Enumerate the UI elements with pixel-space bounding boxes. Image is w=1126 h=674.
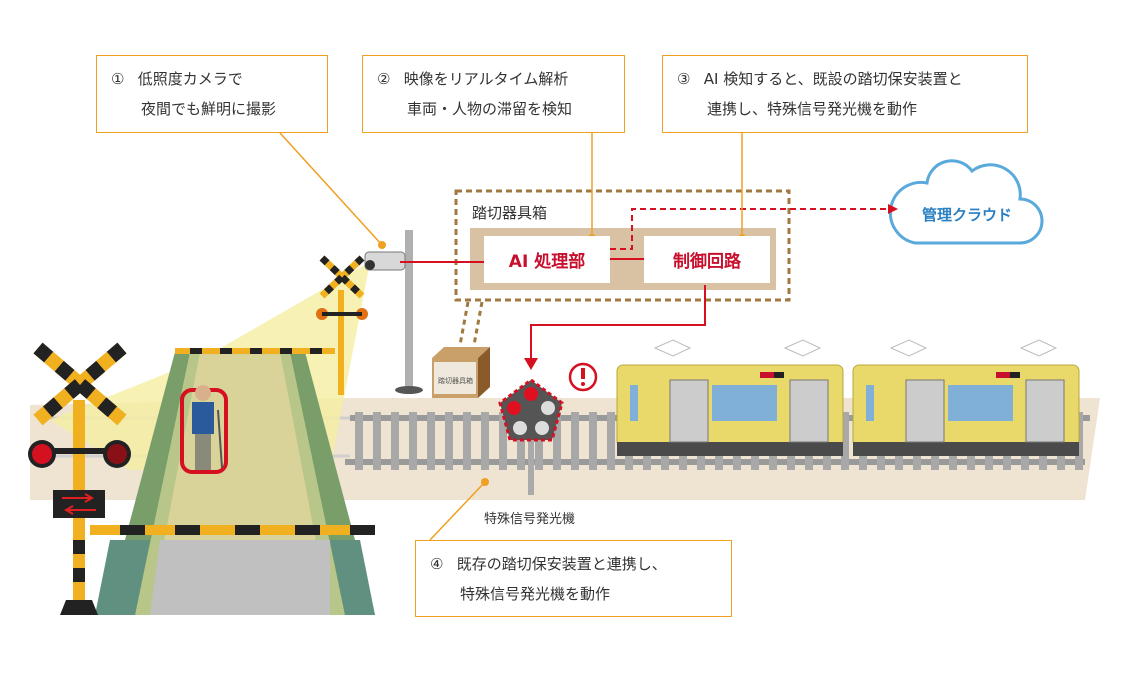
- callout-text: 夜間でも鮮明に撮影: [141, 100, 277, 118]
- camera-pole: [364, 230, 423, 394]
- pedestrian-detected: [180, 385, 228, 474]
- alert-icon: [568, 362, 598, 392]
- track-sleeper: [463, 412, 471, 470]
- callout-text: 特殊信号発光機を動作: [460, 585, 611, 603]
- track-sleeper: [355, 412, 363, 470]
- crossing-signal-far: [316, 255, 368, 395]
- track-sleeper: [373, 412, 381, 470]
- train: [616, 339, 1080, 456]
- track-sleeper: [607, 412, 615, 470]
- cloud-icon: [888, 159, 1044, 245]
- track-sleeper: [391, 412, 399, 470]
- callout-2: ② 映像をリアルタイム解析 車両・人物の滞留を検知: [362, 55, 625, 133]
- equipment-box-icon: [432, 347, 490, 398]
- callout-3: ③ AI 検知すると、既設の踏切保安装置と 連携し、特殊信号発光機を動作: [662, 55, 1028, 133]
- track-sleeper: [445, 412, 453, 470]
- equipment-box-title: 踏切器具箱: [472, 204, 548, 222]
- track-sleeper: [571, 412, 579, 470]
- cloud-label: 管理クラウド: [921, 206, 1012, 224]
- track-sleeper: [481, 412, 489, 470]
- control-circuit: 制御回路: [644, 236, 770, 283]
- small-box-label: 踏切器具箱: [438, 377, 473, 385]
- callout-number: ③: [677, 70, 691, 88]
- track-sleeper: [427, 412, 435, 470]
- cloud-link: [610, 208, 888, 250]
- callout-4: ④ 既存の踏切保安装置と連携し、 特殊信号発光機を動作: [415, 540, 732, 617]
- callout-1: ① 低照度カメラで 夜間でも鮮明に撮影: [96, 55, 328, 133]
- crossing-signal-near: [28, 342, 131, 615]
- callout-text: 連携し、特殊信号発光機を動作: [707, 100, 918, 118]
- callout-text: AI 検知すると、既設の踏切保安装置と: [703, 70, 963, 88]
- track-sleeper: [841, 412, 849, 470]
- callout-number: ①: [111, 70, 125, 88]
- track-sleeper: [553, 412, 561, 470]
- signal-link: [530, 285, 706, 360]
- callout-number: ④: [430, 555, 444, 573]
- track-sleeper: [589, 412, 597, 470]
- special-signal-light: [498, 378, 564, 495]
- track-sleeper: [409, 412, 417, 470]
- signal-label: 特殊信号発光機: [484, 512, 576, 527]
- ai-processing-unit: AI 処理部: [484, 236, 610, 283]
- callout-text: 既存の踏切保安装置と連携し、: [456, 555, 667, 573]
- callout-number: ②: [377, 70, 391, 88]
- track-sleeper: [499, 412, 507, 470]
- callout-text: 車両・人物の滞留を検知: [407, 100, 573, 118]
- near-barrier: [90, 525, 375, 535]
- track-sleeper: [535, 412, 543, 470]
- callout-text: 映像をリアルタイム解析: [403, 70, 569, 88]
- callout-text: 低照度カメラで: [137, 70, 243, 88]
